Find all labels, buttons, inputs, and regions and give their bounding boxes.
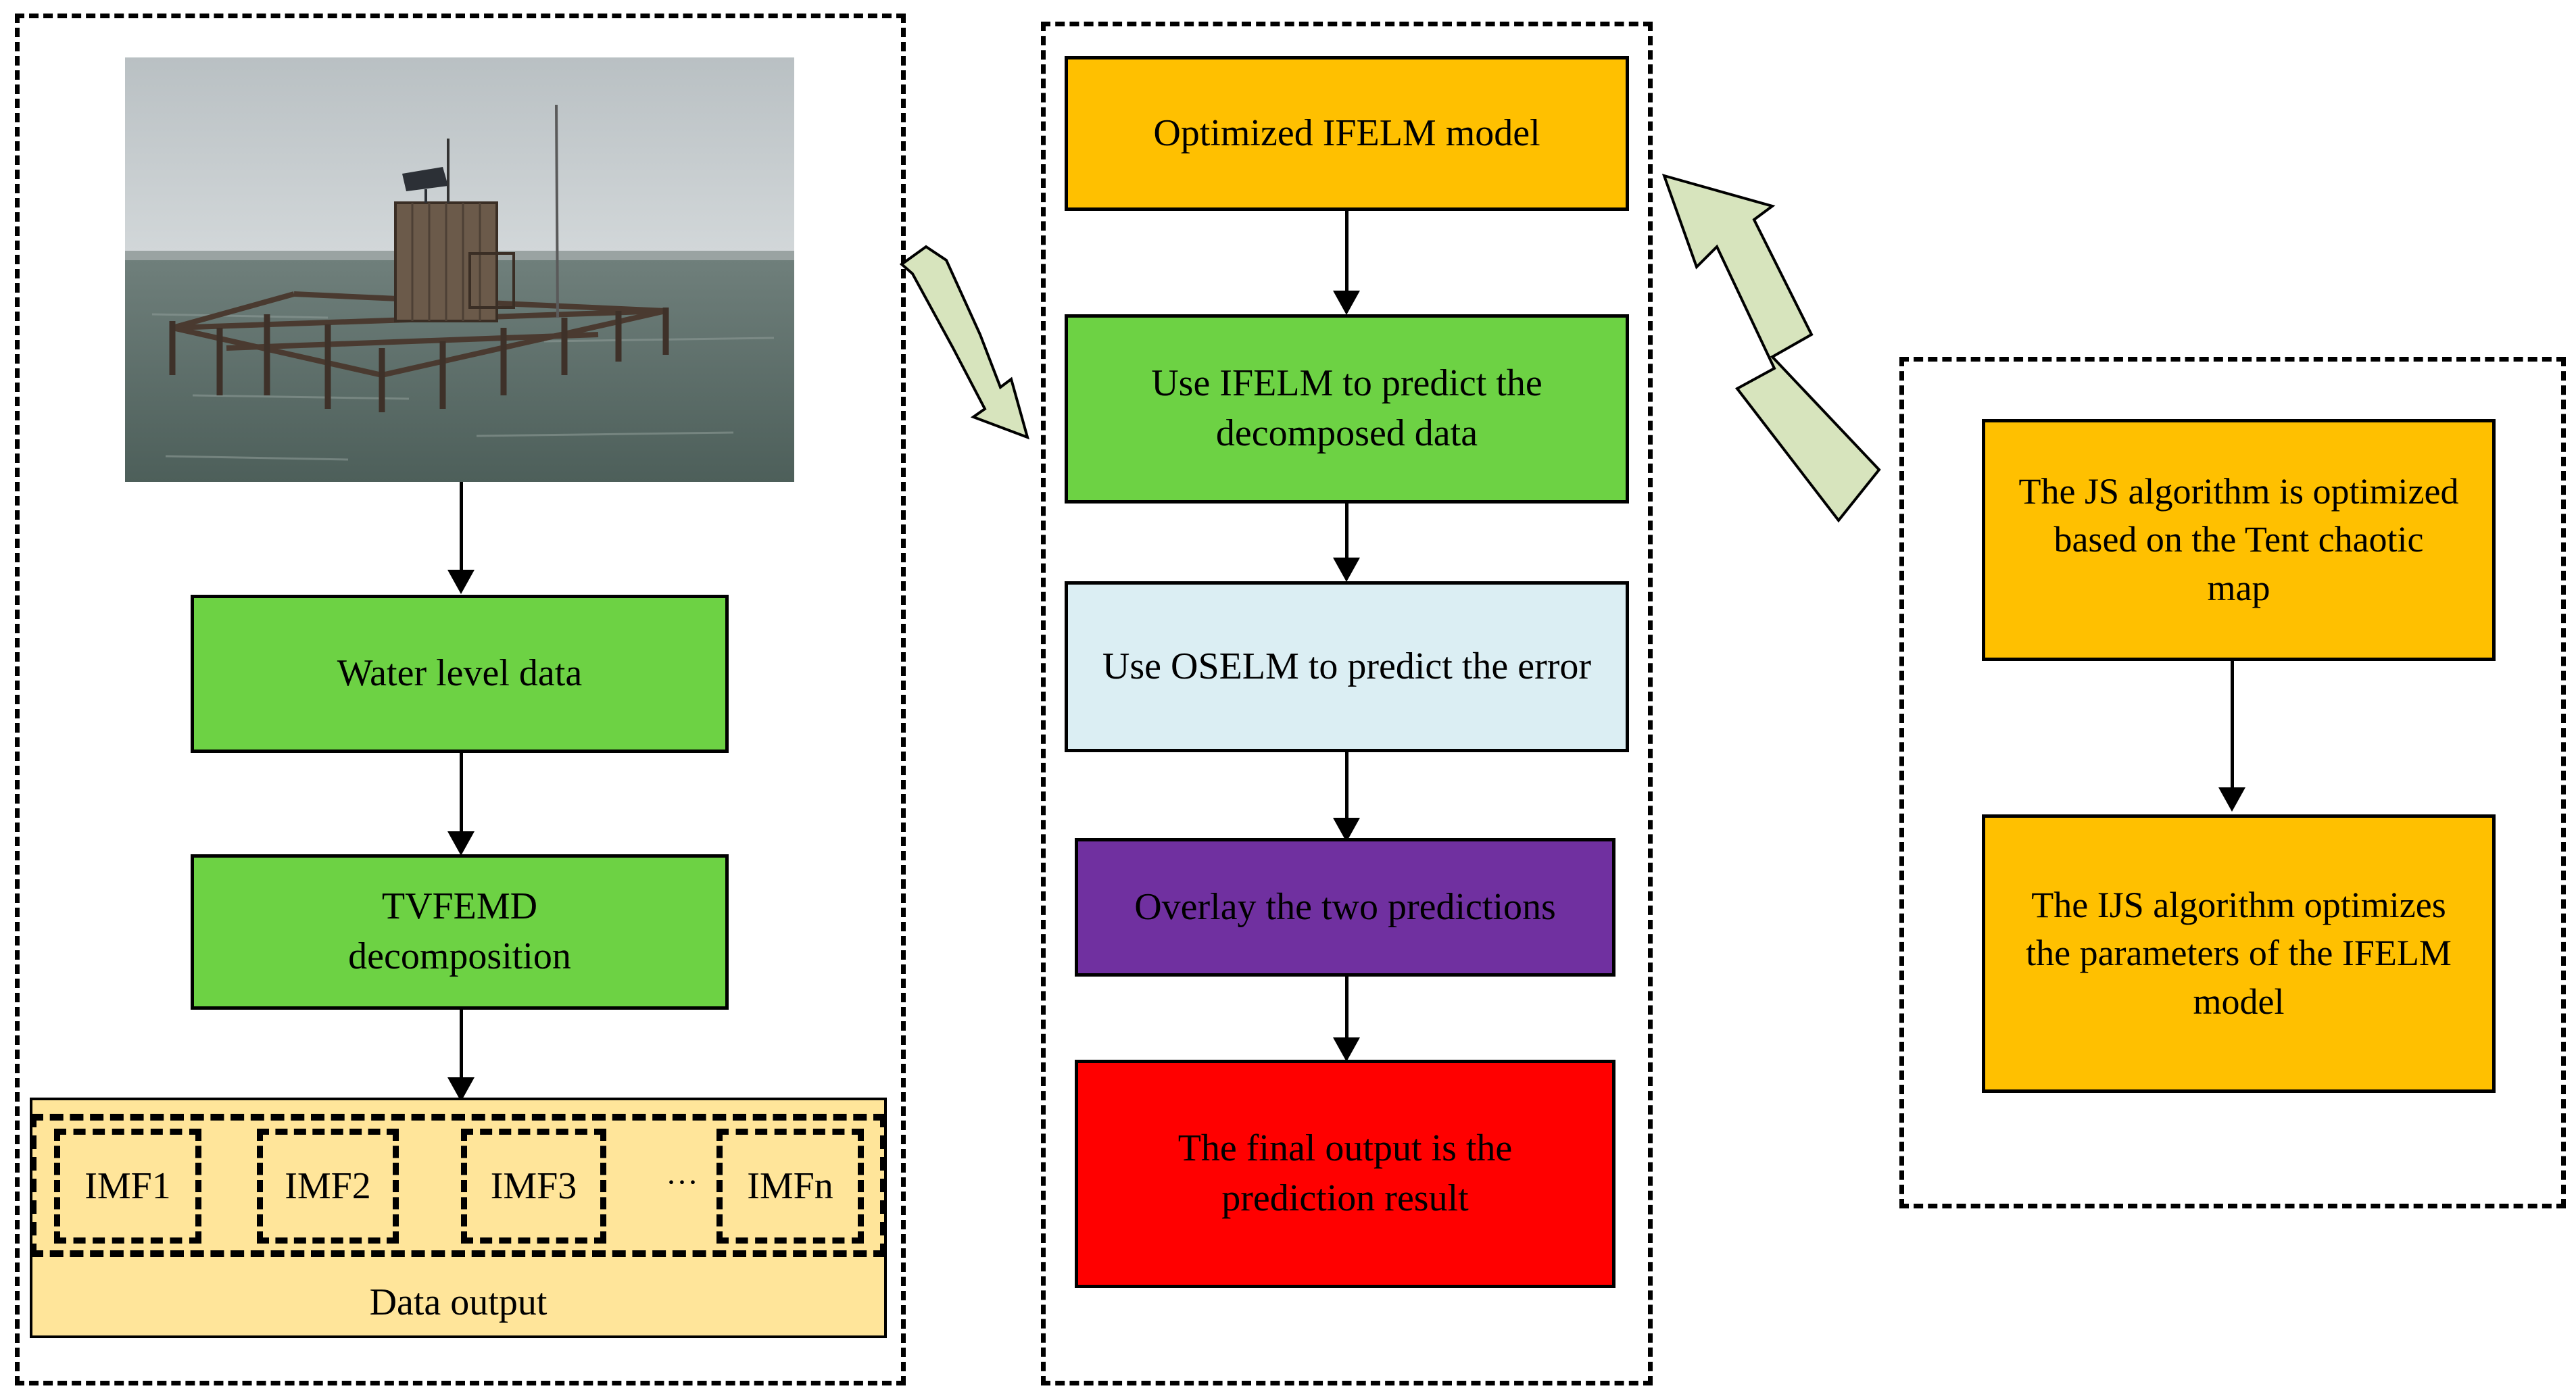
- arrow-head-js-to-ijs: [2218, 787, 2245, 812]
- overlay-predictions-label: Overlay the two predictions: [1134, 885, 1556, 928]
- oselm-error-label: Use OSELM to predict the error: [1102, 645, 1592, 687]
- arrow-shaft-predict-to-error: [1345, 504, 1348, 558]
- tvfemd-label-line2: decomposition: [348, 935, 571, 977]
- data-output-box: [30, 1098, 887, 1338]
- optimized-ifelm-box: Optimized IFELM model: [1065, 56, 1629, 211]
- imf-label-1: IMF1: [84, 1165, 171, 1207]
- imf-label-2: IMF2: [285, 1165, 371, 1207]
- imf-item-1: IMF1: [54, 1129, 201, 1244]
- imf-group-frame: [30, 1114, 887, 1257]
- optimization-panel: [1899, 357, 2566, 1208]
- js-algorithm-label-line2: based on the Tent chaotic: [2053, 519, 2424, 560]
- water-level-data-label: Water level data: [337, 652, 583, 695]
- arrow-shaft-photo-to-data: [460, 482, 463, 570]
- arrow-shaft-js-to-ijs: [2231, 661, 2234, 789]
- arrow-head-photo-to-data: [447, 570, 475, 594]
- arrow-shaft-optimized-to-predict: [1345, 211, 1348, 297]
- data-output-label: Data output: [369, 1281, 548, 1323]
- tvfemd-label-line1: TVFEMD: [381, 885, 538, 928]
- arrow-shaft-tvfemd-to-output: [460, 1010, 463, 1084]
- ifelm-predict-label-line1: Use IFELM to predict the: [1151, 362, 1542, 405]
- ijs-algorithm-label-line2: the parameters of the IFELM: [2026, 933, 2452, 974]
- data-processing-panel: [15, 14, 906, 1385]
- connector-arrow-right-to-middle: [1661, 174, 1881, 523]
- ijs-algorithm-label-line3: model: [2193, 981, 2285, 1022]
- water-level-data-box: Water level data: [191, 595, 729, 753]
- arrow-head-optimized-to-predict: [1333, 291, 1360, 315]
- imf-ellipsis: ···: [666, 1164, 698, 1200]
- js-algorithm-label-line1: The JS algorithm is optimized: [2018, 471, 2459, 512]
- imf-item-n: IMFn: [716, 1129, 864, 1244]
- prediction-panel: [1041, 22, 1653, 1385]
- overlay-predictions-box: Overlay the two predictions: [1075, 838, 1615, 977]
- oselm-error-box: Use OSELM to predict the error: [1065, 581, 1629, 752]
- optimized-ifelm-label: Optimized IFELM model: [1153, 112, 1540, 154]
- arrow-shaft-error-to-overlay: [1345, 752, 1348, 820]
- imf-label-3: IMF3: [490, 1165, 577, 1207]
- imf-item-3: IMF3: [461, 1129, 606, 1244]
- arrow-shaft-data-to-tvfemd: [460, 753, 463, 852]
- arrow-head-overlay-to-final: [1333, 1037, 1360, 1062]
- ifelm-predict-label-line2: decomposed data: [1215, 412, 1478, 454]
- final-output-box: The final output is the prediction resul…: [1075, 1060, 1615, 1288]
- imf-label-n: IMFn: [747, 1165, 833, 1207]
- ijs-algorithm-label-line1: The IJS algorithm optimizes: [2031, 885, 2446, 926]
- js-algorithm-box: The JS algorithm is optimized based on t…: [1982, 419, 2496, 661]
- tvfemd-decomposition-box: TVFEMD decomposition: [191, 854, 729, 1010]
- connector-arrow-left-to-middle: [899, 245, 1029, 440]
- arrow-head-data-to-tvfemd: [447, 831, 475, 856]
- imf-item-2: IMF2: [257, 1129, 399, 1244]
- arrow-head-predict-to-error: [1333, 558, 1360, 582]
- monitoring-station-photo: [125, 57, 794, 482]
- ijs-algorithm-box: The IJS algorithm optimizes the paramete…: [1982, 814, 2496, 1093]
- arrow-shaft-overlay-to-final: [1345, 977, 1348, 1044]
- final-output-label-line2: prediction result: [1221, 1177, 1469, 1219]
- js-algorithm-label-line3: map: [2207, 567, 2270, 608]
- ifelm-predict-box: Use IFELM to predict the decomposed data: [1065, 314, 1629, 504]
- final-output-label-line1: The final output is the: [1177, 1127, 1513, 1170]
